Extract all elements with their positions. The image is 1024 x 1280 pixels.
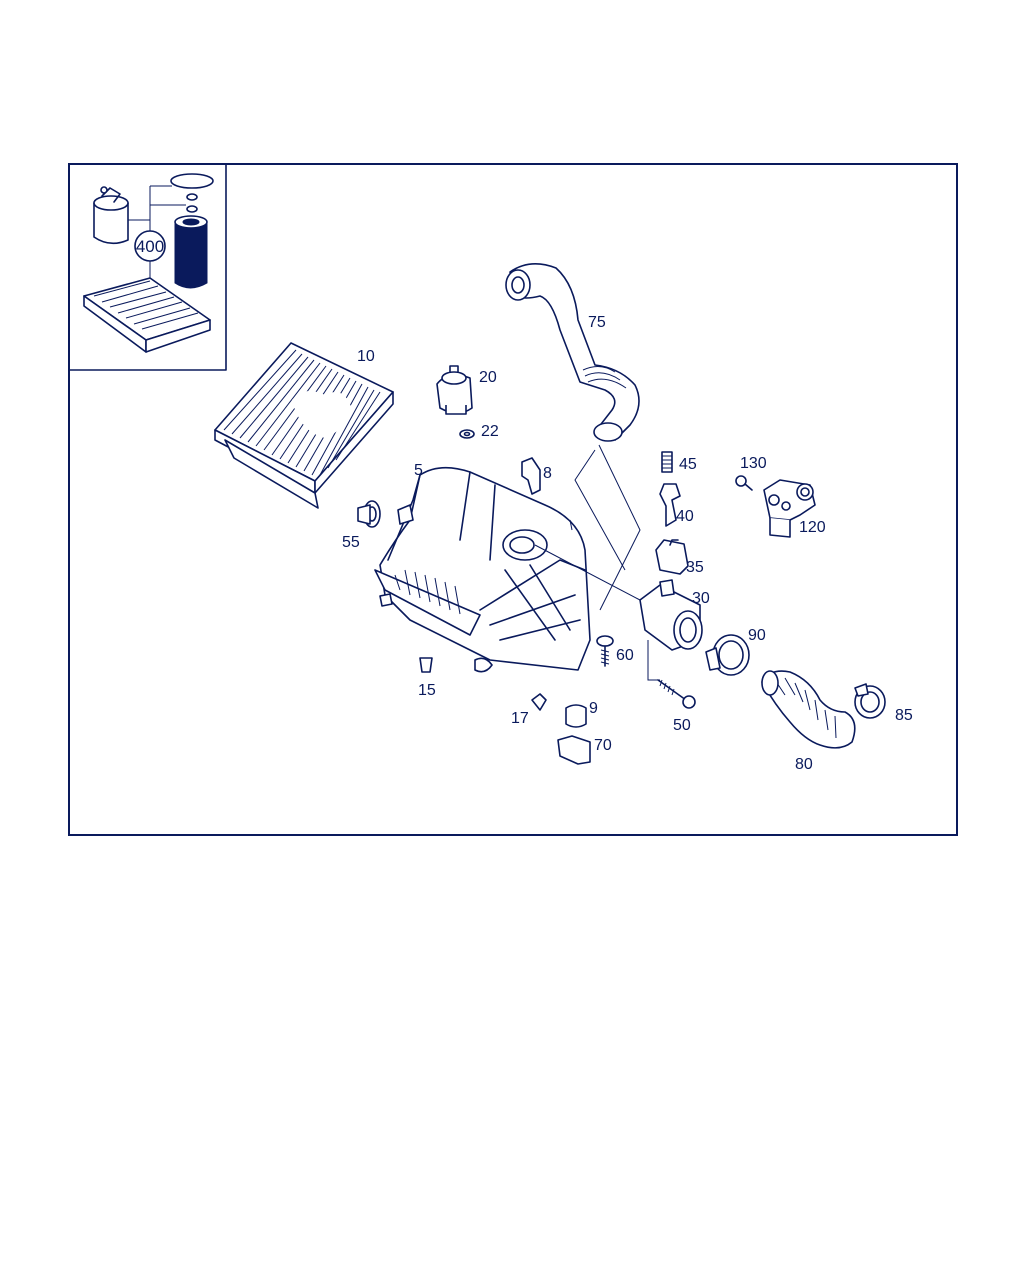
callout-15: 15 (418, 682, 436, 699)
callout-10: 10 (357, 348, 375, 365)
callout-75: 75 (588, 314, 606, 331)
callout-labels: 10 20 22 5 8 55 75 45 40 35 130 120 30 9… (342, 314, 913, 773)
clip-40-part (659, 483, 681, 527)
callout-130: 130 (740, 455, 767, 472)
bolt-50-part (657, 679, 696, 709)
callout-50: 50 (673, 717, 691, 734)
intake-hose-75-part (505, 263, 640, 442)
callout-17: 17 (511, 710, 529, 727)
callout-30: 30 (692, 590, 710, 607)
callout-22: 22 (481, 423, 499, 440)
air-filter-housing-part (374, 466, 591, 673)
screw-60-part (596, 635, 614, 667)
air-filter-element-part (214, 342, 394, 509)
service-kit-inset: 400 (68, 163, 227, 371)
callout-70: 70 (594, 737, 612, 754)
callout-55: 55 (342, 534, 360, 551)
connector-35-part (655, 539, 689, 575)
hose-80-part (761, 670, 856, 749)
fuel-filter-part (93, 186, 129, 245)
clip-8-part (521, 457, 541, 495)
callout-5: 5 (414, 462, 423, 479)
oil-filter-part (174, 215, 208, 289)
seal-ring-part (170, 173, 214, 189)
leader-lines (534, 444, 660, 681)
diagram-frame (68, 163, 958, 836)
air-mass-sensor-30-part (639, 579, 703, 651)
kit-label: 400 (136, 237, 164, 256)
callout-35: 35 (686, 559, 704, 576)
callout-20: 20 (479, 369, 497, 386)
air-filter-small-part (83, 277, 211, 353)
pin-45-part (661, 451, 673, 473)
callout-120: 120 (799, 519, 826, 536)
callout-60: 60 (616, 647, 634, 664)
screw-130-part (735, 475, 753, 491)
kit-callout-circle (134, 230, 166, 262)
washer-22-part (459, 429, 475, 439)
bushing-9-part (565, 704, 587, 728)
callout-85: 85 (895, 707, 913, 724)
clamp-90-part (705, 634, 750, 676)
sensor-120-part (763, 479, 816, 538)
sensor-20-part (436, 365, 473, 415)
callout-90: 90 (748, 627, 766, 644)
bracket-70-part (557, 735, 591, 765)
callout-80: 80 (795, 756, 813, 773)
callout-9: 9 (589, 700, 598, 717)
nut-15-part (419, 657, 433, 673)
clamp-85-part (854, 683, 886, 719)
callout-40: 40 (676, 508, 694, 525)
grommet-55-part (357, 500, 381, 528)
clip-17-part (531, 693, 547, 711)
callout-8: 8 (543, 465, 552, 482)
callout-45: 45 (679, 456, 697, 473)
